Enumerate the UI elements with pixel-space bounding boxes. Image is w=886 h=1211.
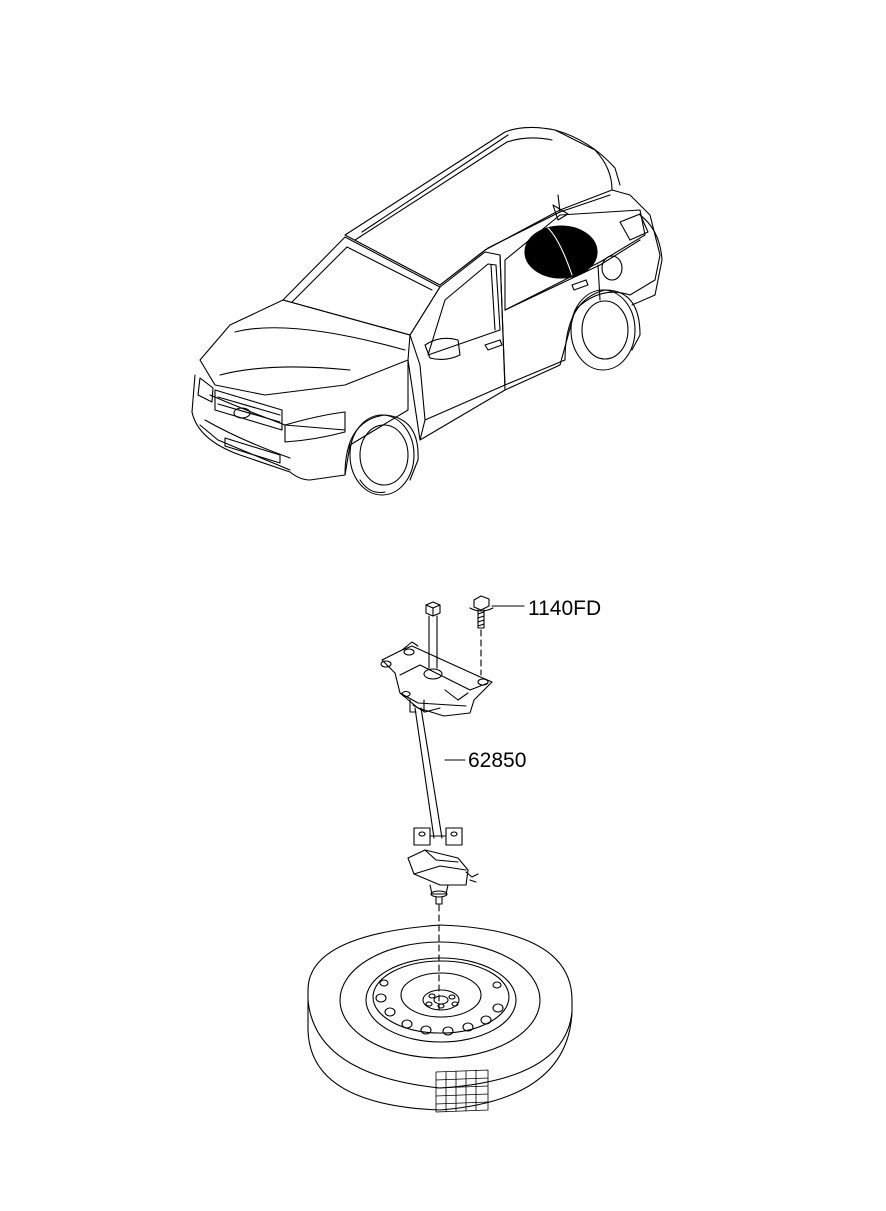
- carrier-winch-mechanism: [407, 827, 479, 905]
- spare-tire-carrier-assembly: [380, 595, 525, 1011]
- tire-tread-pattern: [435, 1069, 489, 1113]
- flange-bolt-1140fd: [469, 595, 494, 629]
- carrier-cable: [409, 699, 443, 839]
- spare-tire: [307, 924, 573, 1113]
- spare-location-highlight: [524, 225, 598, 279]
- carrier-mounting-bracket: [380, 641, 493, 717]
- wheel-rim: [365, 957, 517, 1043]
- callout-label-1140fd: 1140FD: [528, 597, 602, 620]
- vehicle-illustration: [191, 126, 663, 496]
- callout-label-62850: 62850: [468, 749, 527, 772]
- carrier-bolt: [425, 601, 441, 669]
